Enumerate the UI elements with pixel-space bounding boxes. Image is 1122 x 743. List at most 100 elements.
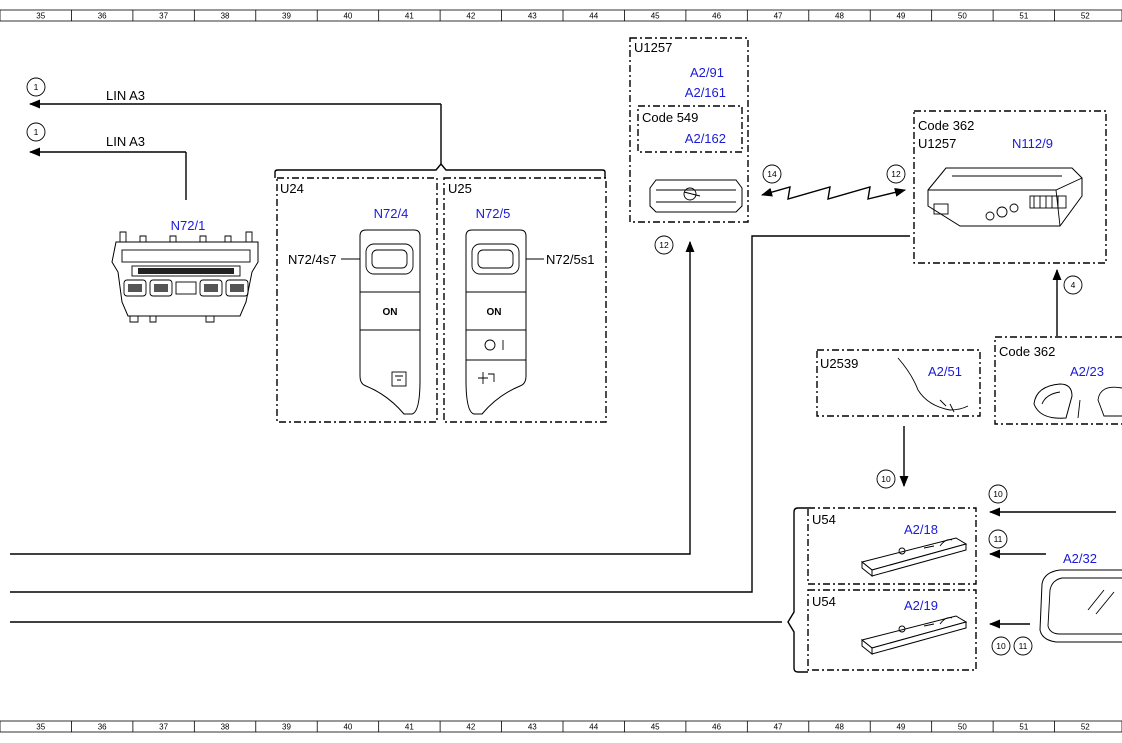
- a2-23-label: A2/23: [1070, 364, 1104, 379]
- ruler-number: 48: [835, 723, 844, 732]
- ruler-number: 52: [1081, 12, 1090, 21]
- ruler-number: 42: [466, 723, 475, 732]
- callout-1-top: 1: [26, 77, 46, 97]
- ruler-number: 43: [528, 12, 537, 21]
- ruler-number: 37: [159, 723, 168, 732]
- u1257-right-label: U1257: [918, 136, 956, 151]
- n72-5s1-label: N72/5s1: [546, 252, 594, 267]
- ruler-number: 49: [896, 12, 905, 21]
- u54-a2-18-group: U54 A2/18: [807, 507, 977, 585]
- ruler-number: 41: [405, 12, 414, 21]
- u2539-label: U2539: [820, 356, 858, 371]
- ruler-number: 35: [36, 723, 45, 732]
- svg-text:1: 1: [34, 127, 39, 137]
- u24-u25-bracket: [274, 162, 606, 178]
- ruler-number: 36: [98, 12, 107, 21]
- a2-32-label: A2/32: [1063, 551, 1097, 566]
- ruler-number: 44: [589, 12, 598, 21]
- lin-a3-label-2: LIN A3: [106, 134, 145, 149]
- ruler-number: 46: [712, 12, 721, 21]
- svg-text:12: 12: [891, 169, 901, 179]
- code-362-label-bottom: Code 362: [999, 344, 1055, 359]
- windshield-a2-32: A2/32: [1039, 551, 1122, 643]
- ruler-number: 47: [774, 723, 783, 732]
- ruler-number: 36: [98, 723, 107, 732]
- connection-lines: [10, 235, 910, 623]
- u24-on-button: ON: [383, 307, 398, 318]
- u54-a2-19-group: U54 A2/19: [807, 589, 977, 671]
- n72-5-label: N72/5: [476, 206, 511, 221]
- lin-a3-label-1: LIN A3: [106, 88, 145, 103]
- arrows-into-u54: [988, 507, 1116, 629]
- ruler-number: 46: [712, 723, 721, 732]
- ruler-number: 43: [528, 723, 537, 732]
- ruler-number: 38: [221, 12, 230, 21]
- callout-10-down: 10: [876, 469, 896, 489]
- u25-label: U25: [448, 181, 472, 196]
- n72-1-label: N72/1: [171, 218, 206, 233]
- callout-12-right: 12: [886, 164, 906, 184]
- svg-text:12: 12: [659, 240, 669, 250]
- svg-text:14: 14: [767, 169, 777, 179]
- a2-161-label: A2/161: [685, 85, 726, 100]
- a2-19-label: A2/19: [904, 598, 938, 613]
- callout-12-top: 12: [654, 235, 674, 255]
- a2-51-label: A2/51: [928, 364, 962, 379]
- n72-1-overhead-panel: N72/1: [111, 218, 259, 323]
- ruler-number: 37: [159, 12, 168, 21]
- u2539-group: U2539 A2/51: [816, 349, 981, 417]
- u25-group: U25 N72/5 N72/5s1 ON: [443, 177, 607, 423]
- svg-text:10: 10: [996, 641, 1006, 651]
- ruler-number: 40: [343, 723, 352, 732]
- ruler-number: 49: [896, 723, 905, 732]
- ruler-number: 51: [1019, 12, 1028, 21]
- code-362-mirror-group: Code 362 A2/23: [994, 336, 1122, 425]
- a2-91-label: A2/91: [690, 65, 724, 80]
- callout-1-bottom: 1: [26, 122, 46, 142]
- ruler-number: 40: [343, 12, 352, 21]
- svg-text:10: 10: [993, 489, 1003, 499]
- n72-4-label: N72/4: [374, 206, 409, 221]
- ruler-number: 50: [958, 12, 967, 21]
- ruler-number: 44: [589, 723, 598, 732]
- ruler-number: 45: [651, 12, 660, 21]
- n112-9-group: Code 362 U1257 N112/9: [913, 110, 1107, 264]
- ruler-number: 38: [221, 723, 230, 732]
- u54-bracket: [787, 507, 808, 673]
- ruler-number: 52: [1081, 723, 1090, 732]
- u24-label: U24: [280, 181, 304, 196]
- a2-162-label: A2/162: [685, 131, 726, 146]
- n112-9-label: N112/9: [1012, 136, 1053, 151]
- lin-a3-lines: LIN A3 LIN A3: [28, 88, 442, 200]
- u1257-top-label: U1257: [634, 40, 672, 55]
- ruler-number: 50: [958, 723, 967, 732]
- callout-14: 14: [762, 164, 782, 184]
- u1257-top-group: U1257 A2/91 A2/161 Code 549 A2/162: [629, 37, 749, 223]
- svg-text:4: 4: [1071, 280, 1076, 290]
- code-549-label: Code 549: [642, 110, 698, 125]
- ruler-number: 39: [282, 12, 291, 21]
- ruler-number: 47: [774, 12, 783, 21]
- u24-group: U24 N72/4 N72/4s7 ON: [276, 177, 438, 423]
- callout-11-bottom: 11: [1013, 636, 1033, 656]
- svg-text:10: 10: [881, 474, 891, 484]
- ruler-number: 39: [282, 723, 291, 732]
- u54-label-b: U54: [812, 594, 836, 609]
- svg-text:11: 11: [994, 534, 1003, 544]
- code-362-label-top: Code 362: [918, 118, 974, 133]
- ruler-number: 45: [651, 723, 660, 732]
- callout-10-right: 10: [988, 484, 1008, 504]
- ruler-number: 51: [1019, 723, 1028, 732]
- wireless-link: [760, 186, 907, 200]
- ruler-number: 41: [405, 723, 414, 732]
- bottom-ruler: 35 36 37 38 39 40 41 42 43 44 45 46 47 48 49 50 51 52: [0, 720, 1122, 733]
- n72-4s7-label: N72/4s7: [288, 252, 336, 267]
- a2-18-label: A2/18: [904, 522, 938, 537]
- ruler-number: 48: [835, 12, 844, 21]
- u25-on-button: ON: [487, 307, 502, 318]
- svg-text:11: 11: [1019, 641, 1028, 651]
- callout-4: 4: [1063, 275, 1083, 295]
- u54-label-a: U54: [812, 512, 836, 527]
